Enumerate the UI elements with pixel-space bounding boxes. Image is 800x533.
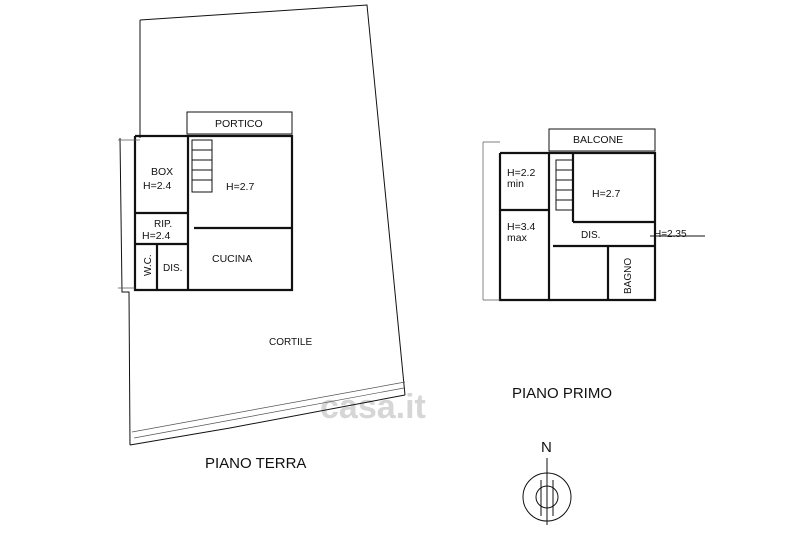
label-h-235: H=2.35 (654, 229, 687, 240)
title-piano-terra: PIANO TERRA (205, 455, 306, 472)
north-arrow-icon (522, 458, 572, 525)
label-h-min-unit: min (507, 178, 524, 190)
label-h-max-unit: max (507, 232, 528, 244)
label-cortile: CORTILE (269, 337, 312, 348)
label-box-height: H=2.4 (143, 180, 171, 192)
label-wc: W.C. (143, 254, 154, 276)
piano-terra-plan (118, 111, 294, 292)
label-rip-height: H=2.4 (142, 230, 170, 242)
label-dis-primo: DIS. (581, 230, 600, 241)
piano-primo-plan (482, 128, 705, 302)
label-h-min-value: H=2.2 (507, 167, 535, 179)
label-box: BOX (151, 166, 173, 178)
label-dis-terra: DIS. (163, 263, 182, 274)
label-h-max-value: H=3.4 (507, 221, 535, 233)
label-bagno: BAGNO (623, 258, 634, 294)
label-balcone: BALCONE (573, 134, 623, 146)
label-room-height: H=2.7 (226, 181, 254, 193)
label-portico: PORTICO (215, 118, 263, 130)
label-cucina: CUCINA (212, 253, 252, 265)
north-label: N (541, 439, 552, 456)
label-room-height-primo: H=2.7 (592, 188, 620, 200)
title-piano-primo: PIANO PRIMO (512, 385, 612, 402)
label-rip: RIP. (154, 219, 172, 230)
cortile-lot-outline (119, 4, 406, 446)
